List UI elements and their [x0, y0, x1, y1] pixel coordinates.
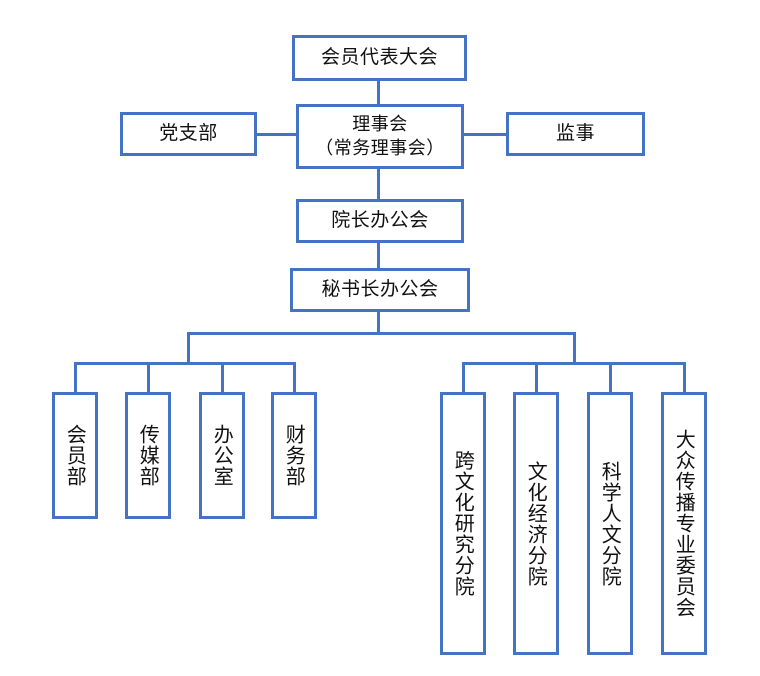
node-department-general-office-label: 办公室	[210, 424, 235, 487]
node-department-member-affairs[interactable]: 会员部	[52, 392, 98, 519]
node-council[interactable]: 理事会 （常务理事会）	[296, 104, 464, 169]
node-branch-science-humanities-label: 科学人文分院	[598, 460, 623, 587]
connector-assembly-to-council	[377, 80, 380, 108]
connector-drop-department-2	[147, 362, 150, 394]
node-department-finance[interactable]: 财务部	[271, 392, 317, 519]
node-branch-cross-cultural-research-label: 跨文化研究分院	[451, 450, 476, 597]
node-supervisor-label: 监事	[555, 122, 595, 145]
connector-right-group-bus	[462, 362, 686, 365]
node-branch-mass-communication-committee[interactable]: 大众传播专业委员会	[661, 392, 707, 655]
node-member-assembly[interactable]: 会员代表大会	[292, 35, 467, 81]
connector-council-to-supervisor	[463, 133, 508, 136]
connector-main-bus-to-right-group	[573, 332, 576, 365]
connector-drop-branch-2	[535, 362, 538, 394]
node-branch-cultural-economy[interactable]: 文化经济分院	[513, 392, 559, 655]
connector-drop-department-3	[221, 362, 224, 394]
connector-party-branch-to-council	[256, 133, 298, 136]
node-dean-office-meeting[interactable]: 院长办公会	[296, 199, 464, 243]
node-department-finance-label: 财务部	[282, 424, 307, 487]
node-party-branch-label: 党支部	[159, 122, 218, 145]
connector-drop-branch-1	[462, 362, 465, 394]
connector-dean-office-to-secretary-general	[377, 242, 380, 271]
connector-drop-department-1	[74, 362, 77, 394]
connector-main-bus	[187, 332, 576, 335]
connector-drop-branch-3	[609, 362, 612, 394]
node-member-assembly-label: 会员代表大会	[320, 46, 438, 69]
node-department-member-affairs-label: 会员部	[63, 424, 88, 487]
node-branch-science-humanities[interactable]: 科学人文分院	[587, 392, 633, 655]
node-department-media[interactable]: 传媒部	[125, 392, 171, 519]
node-secretary-general-meeting[interactable]: 秘书长办公会	[290, 268, 470, 312]
connector-left-group-bus	[74, 362, 296, 365]
connector-council-to-dean-office	[377, 168, 380, 201]
connector-drop-department-4	[293, 362, 296, 394]
node-secretary-general-meeting-label: 秘书长办公会	[321, 278, 439, 301]
node-branch-cross-cultural-research[interactable]: 跨文化研究分院	[440, 392, 486, 655]
node-council-label: 理事会 （常务理事会）	[315, 114, 445, 159]
node-dean-office-meeting-label: 院长办公会	[331, 209, 429, 232]
connector-main-bus-to-left-group	[187, 332, 190, 365]
node-branch-mass-communication-committee-label: 大众传播专业委员会	[672, 429, 697, 618]
node-branch-cultural-economy-label: 文化经济分院	[524, 460, 549, 587]
node-party-branch[interactable]: 党支部	[120, 112, 257, 156]
node-department-media-label: 传媒部	[136, 424, 161, 487]
connector-drop-branch-4	[683, 362, 686, 394]
node-supervisor[interactable]: 监事	[506, 112, 645, 156]
node-department-general-office[interactable]: 办公室	[199, 392, 245, 519]
connector-secretary-general-to-main-bus	[377, 310, 380, 335]
